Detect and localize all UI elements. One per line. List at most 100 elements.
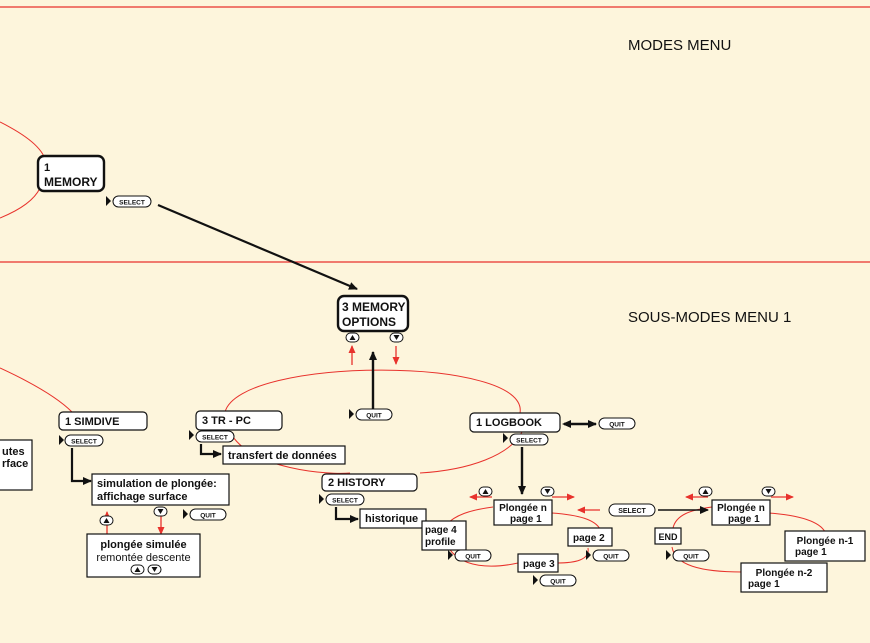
up-arrow-button[interactable] xyxy=(478,486,493,497)
triangle-down-icon xyxy=(157,509,164,514)
end-node[interactable]: END xyxy=(654,527,682,545)
pointer-icon xyxy=(448,550,453,560)
svg-text:profile: profile xyxy=(425,537,456,548)
submodes-menu-title: SOUS-MODES MENU 1 xyxy=(628,309,791,326)
svg-text:QUIT: QUIT xyxy=(550,579,566,586)
svg-text:2 HISTORY: 2 HISTORY xyxy=(328,477,386,489)
select-button[interactable]: SELECT xyxy=(608,503,656,517)
up-arrow-button[interactable] xyxy=(99,515,114,526)
svg-text:SELECT: SELECT xyxy=(332,498,358,505)
memory-options-label-2: OPTIONS xyxy=(342,315,396,329)
svg-text:END: END xyxy=(658,532,678,542)
svg-text:page 1: page 1 xyxy=(510,514,542,525)
select-button[interactable]: SELECT xyxy=(503,433,549,446)
svg-text:plongée simulée: plongée simulée xyxy=(100,539,186,551)
logbook-orbit-bottom xyxy=(446,544,519,567)
plongee-n-node[interactable]: Plongée n page 1 xyxy=(493,499,553,526)
select-button[interactable]: SELECT xyxy=(106,195,152,208)
svg-text:3 TR - PC: 3 TR - PC xyxy=(202,415,251,427)
svg-text:transfert de données: transfert de données xyxy=(228,450,337,462)
page-2-node[interactable]: page 2 xyxy=(567,527,613,547)
memory-options-node[interactable]: 3 MEMORY OPTIONS xyxy=(336,294,410,333)
partial-node: utes rface xyxy=(0,439,33,491)
svg-text:page 3: page 3 xyxy=(523,559,555,570)
svg-text:page 2: page 2 xyxy=(573,533,605,544)
quit-button[interactable]: QUIT xyxy=(533,574,577,587)
memory-options-orbit-top xyxy=(224,369,521,414)
history-node[interactable]: 2 HISTORY xyxy=(321,473,418,492)
memory-options-orbit-bottom-left xyxy=(229,431,351,474)
quit-button[interactable]: QUIT xyxy=(598,417,636,430)
svg-text:QUIT: QUIT xyxy=(603,554,619,561)
pointer-icon xyxy=(319,494,324,504)
logbook-orbit-bottom-right xyxy=(556,547,589,564)
page-4-profile-node[interactable]: page 4 profile xyxy=(421,520,467,551)
triangle-up-icon xyxy=(702,489,709,494)
svg-text:1 SIMDIVE: 1 SIMDIVE xyxy=(65,416,119,428)
down-arrow-button[interactable] xyxy=(761,486,776,497)
memory-options-label-1: 3 MEMORY xyxy=(342,300,406,314)
submodes-orbit-arc-left xyxy=(0,367,73,413)
triangle-down-icon xyxy=(544,489,551,494)
up-arrow-button[interactable] xyxy=(345,332,360,343)
up-arrow-button[interactable] xyxy=(130,564,145,575)
memory-node-label: MEMORY xyxy=(44,175,98,189)
quit-button[interactable]: QUIT xyxy=(183,508,227,521)
svg-text:QUIT: QUIT xyxy=(609,422,625,429)
trpc-select-arrow xyxy=(199,444,222,458)
historique-node[interactable]: historique xyxy=(359,508,427,529)
quit-button[interactable]: QUIT xyxy=(448,549,492,562)
svg-text:QUIT: QUIT xyxy=(200,513,216,520)
pointer-icon xyxy=(183,509,188,519)
svg-text:historique: historique xyxy=(365,513,418,525)
select-button[interactable]: SELECT xyxy=(189,430,235,443)
svg-text:rface: rface xyxy=(2,458,28,470)
transfert-node[interactable]: transfert de données xyxy=(222,445,346,465)
svg-text:QUIT: QUIT xyxy=(366,413,382,420)
pointer-icon xyxy=(666,550,671,560)
select-button[interactable]: SELECT xyxy=(59,434,104,447)
quit-button[interactable]: QUIT xyxy=(666,549,710,562)
pointer-icon xyxy=(189,430,194,440)
tr-pc-node[interactable]: 3 TR - PC xyxy=(195,410,283,431)
logbook-orbit-right xyxy=(551,512,601,530)
select-button[interactable]: SELECT xyxy=(319,493,365,506)
svg-text:SELECT: SELECT xyxy=(618,508,646,515)
modes-menu-title: MODES MENU xyxy=(628,37,731,54)
svg-text:page 1: page 1 xyxy=(728,514,760,525)
down-arrow-button[interactable] xyxy=(389,332,404,343)
history-select-arrow xyxy=(334,507,359,523)
quit-button[interactable]: QUIT xyxy=(349,408,393,421)
plongee-simulee-node[interactable]: plongée simulée remontée descente xyxy=(86,533,201,578)
triangle-up-icon xyxy=(482,489,489,494)
plongee-n1-node[interactable]: Plongée n-1 page 1 xyxy=(784,530,866,562)
quit-button[interactable]: QUIT xyxy=(586,549,630,562)
triangle-up-icon xyxy=(134,567,141,572)
page-3-node[interactable]: page 3 xyxy=(517,553,559,573)
down-arrow-button[interactable] xyxy=(147,564,162,575)
plongee-n2-node[interactable]: Plongée n-2 page 1 xyxy=(740,562,828,593)
svg-text:page 1: page 1 xyxy=(795,547,827,558)
plongee-n-node[interactable]: Plongée n page 1 xyxy=(711,499,771,526)
down-arrow-button[interactable] xyxy=(540,486,555,497)
nlist-orbit-bottom xyxy=(671,546,743,573)
svg-text:Plongée n-1: Plongée n-1 xyxy=(797,536,854,547)
svg-text:1 LOGBOOK: 1 LOGBOOK xyxy=(476,417,542,429)
svg-text:QUIT: QUIT xyxy=(683,554,699,561)
svg-text:Plongée n-2: Plongée n-2 xyxy=(756,568,813,579)
nlist-orbit-right xyxy=(767,512,826,533)
simdive-node[interactable]: 1 SIMDIVE xyxy=(58,411,148,431)
pointer-icon xyxy=(349,409,354,419)
pointer-icon xyxy=(586,550,591,560)
triangle-down-icon xyxy=(765,489,772,494)
svg-text:affichage surface: affichage surface xyxy=(97,491,187,503)
memory-node[interactable]: 1 MEMORY xyxy=(36,154,106,193)
sim-surface-node[interactable]: simulation de plongée: affichage surface xyxy=(91,473,230,506)
up-arrow-button[interactable] xyxy=(698,486,713,497)
down-arrow-button[interactable] xyxy=(153,506,168,517)
svg-text:simulation de plongée:: simulation de plongée: xyxy=(97,478,217,490)
svg-text:Plongée n: Plongée n xyxy=(717,503,765,514)
logbook-node[interactable]: 1 LOGBOOK xyxy=(469,412,561,433)
